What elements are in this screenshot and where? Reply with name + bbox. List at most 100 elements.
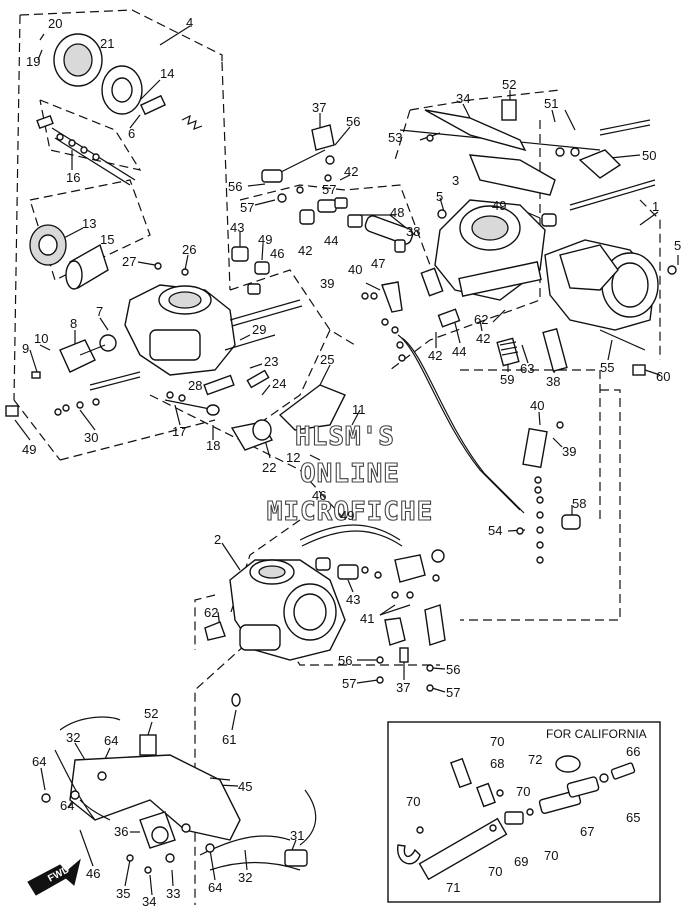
callout-8: 8 [70, 316, 77, 331]
callout-42a: 42 [344, 164, 358, 179]
carburetor-lower [204, 549, 446, 707]
link-37a [311, 124, 335, 151]
callout-3: 3 [452, 173, 459, 188]
callout-56a: 56 [346, 114, 360, 129]
callout-52b: 52 [144, 706, 158, 721]
callout-34b: 34 [142, 894, 156, 909]
callout-10: 10 [34, 331, 48, 346]
callout-56c: 56 [338, 653, 352, 668]
hose-71 [418, 817, 508, 881]
callout-46b: 46 [312, 488, 326, 503]
callout-24: 24 [272, 376, 286, 391]
callout-55: 55 [600, 360, 614, 375]
callout-25: 25 [320, 352, 334, 367]
callout-42b: 42 [298, 243, 312, 258]
callout-37a: 37 [312, 100, 326, 115]
callout-49c: 49 [22, 442, 36, 457]
callout-26: 26 [182, 242, 196, 257]
knob-58 [561, 514, 581, 530]
callout-27: 27 [122, 254, 136, 269]
callout-70c: 70 [516, 784, 530, 799]
callout-70d: 70 [488, 864, 502, 879]
callout-56b: 56 [228, 179, 242, 194]
callout-71: 71 [446, 880, 460, 895]
throttle-link-34 [424, 109, 527, 152]
clip-72 [555, 755, 581, 773]
callout-21: 21 [100, 36, 114, 51]
callout-44a: 44 [324, 233, 338, 248]
clip-52 [501, 99, 517, 121]
hose-49 [5, 405, 19, 417]
callout-54: 54 [488, 523, 502, 538]
callout-46a: 46 [270, 246, 284, 261]
callout-64d: 64 [208, 880, 222, 895]
callout-49d: 49 [340, 508, 354, 523]
gasket-25 [278, 384, 346, 431]
callout-64a: 64 [32, 754, 46, 769]
callout-11: 11 [352, 402, 366, 417]
callout-57a: 57 [240, 200, 254, 215]
callout-36: 36 [114, 824, 128, 839]
callout-34a: 34 [456, 91, 470, 106]
callout-57b: 57 [322, 182, 336, 197]
callout-6: 6 [128, 126, 135, 141]
callout-49b: 49 [492, 198, 506, 213]
callout-43a: 43 [230, 220, 244, 235]
callout-65: 65 [626, 810, 640, 825]
callout-60: 60 [656, 369, 670, 384]
clip-52b [139, 734, 157, 756]
callout-69: 69 [514, 854, 528, 869]
callout-59: 59 [500, 372, 514, 387]
callout-51: 51 [544, 96, 558, 111]
callout-41: 41 [360, 611, 374, 626]
callout-14: 14 [160, 66, 174, 81]
callout-28: 28 [188, 378, 202, 393]
bolt-60 [632, 364, 646, 376]
callout-31: 31 [290, 828, 304, 843]
callout-15: 15 [100, 232, 114, 247]
callout-52a: 52 [502, 77, 516, 92]
assembly-boundaries [13, 9, 661, 905]
callout-67: 67 [580, 824, 594, 839]
callout-68: 68 [490, 756, 504, 771]
callout-22: 22 [262, 460, 276, 475]
callout-35: 35 [116, 886, 130, 901]
callout-66: 66 [626, 744, 640, 759]
callout-5b: 5 [674, 238, 681, 253]
watermark-line2: ONLINE [300, 459, 400, 489]
callout-13: 13 [82, 216, 96, 231]
callout-40a: 40 [348, 262, 362, 277]
callout-1: 1 [652, 199, 659, 214]
hose-62 [204, 621, 226, 641]
callout-12: 12 [286, 450, 300, 465]
vacuum-assembly [41, 716, 317, 874]
callout-33: 33 [166, 886, 180, 901]
callout-49a: 49 [258, 232, 272, 247]
callout-23: 23 [264, 354, 278, 369]
callout-45: 45 [238, 779, 252, 794]
spring-59 [496, 337, 520, 367]
middle-parts [261, 124, 581, 564]
callout-62a: 62 [474, 312, 488, 327]
callout-38b: 38 [546, 374, 560, 389]
callout-20: 20 [48, 16, 62, 31]
pipe-47 [364, 215, 414, 245]
callout-18: 18 [206, 438, 220, 453]
callout-61: 61 [222, 732, 236, 747]
callout-70e: 70 [544, 848, 558, 863]
callout-56d: 56 [446, 662, 460, 677]
watermark-line1: HLSM'S [295, 422, 395, 452]
carburetor-upper-left [5, 33, 346, 451]
callout-44b: 44 [452, 344, 466, 359]
callout-43b: 43 [346, 592, 360, 607]
callout-39b: 39 [562, 444, 576, 459]
callout-63: 63 [520, 361, 534, 376]
watermark: HLSM'S ONLINE MICROFICHE [266, 421, 433, 527]
callout-5a: 5 [436, 189, 443, 204]
callout-2: 2 [214, 532, 221, 547]
callout-32a: 32 [66, 730, 80, 745]
callout-50: 50 [642, 148, 656, 163]
callout-38a: 38 [406, 224, 420, 239]
